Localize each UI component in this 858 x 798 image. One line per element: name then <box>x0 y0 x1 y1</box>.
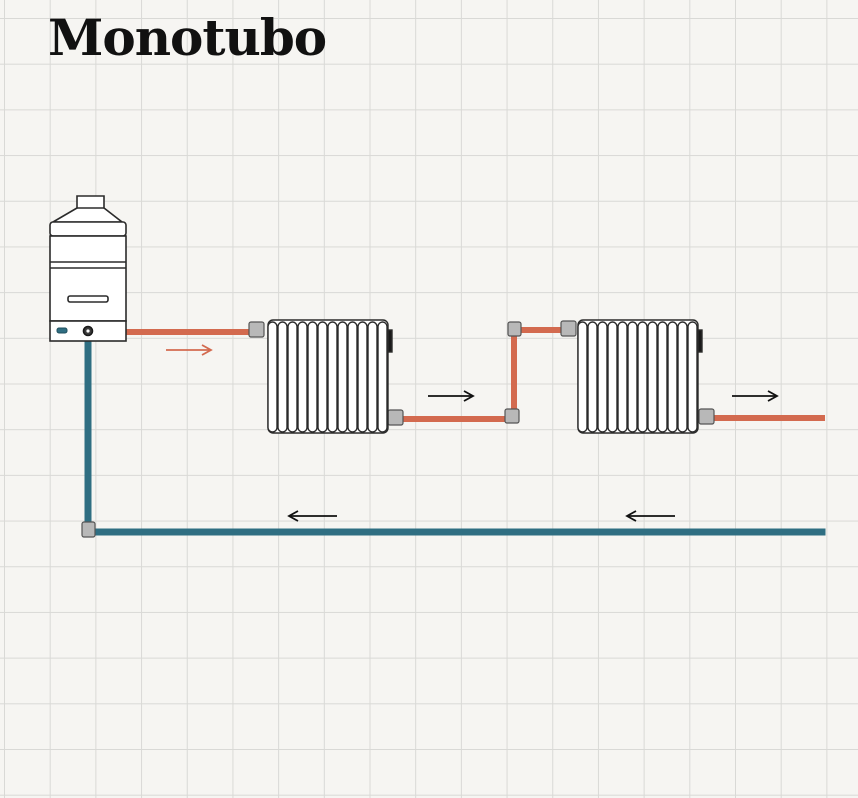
elbow-fitting <box>507 321 522 337</box>
boiler-body <box>49 235 127 322</box>
valve-fitting <box>387 409 404 426</box>
diagram-title: Monotubo <box>48 8 327 67</box>
boiler-icon <box>49 195 127 342</box>
return-pipe <box>84 336 826 536</box>
boiler-vent-slot <box>67 295 109 303</box>
radiator-fins <box>267 321 388 433</box>
elbow-fitting <box>81 521 96 538</box>
flow-arrow-icon <box>166 344 213 356</box>
flow-arrow-icon <box>428 390 475 402</box>
flow-arrow-icon <box>732 390 779 402</box>
boiler-flue <box>50 195 125 223</box>
valve-fitting <box>698 408 715 425</box>
valve-fitting <box>248 321 265 338</box>
radiator-icon <box>267 319 393 434</box>
radiator-fins <box>577 321 698 433</box>
boiler-top <box>49 221 127 237</box>
elbow-fitting <box>504 408 520 424</box>
flow-arrow-icon <box>625 510 675 522</box>
radiator-bleed-valve <box>697 329 703 353</box>
radiator-icon <box>577 319 703 434</box>
flow-arrow-icon <box>287 510 337 522</box>
pipe-fittings <box>81 320 715 538</box>
supply-pipe <box>122 327 825 422</box>
boiler-lower-band <box>50 261 126 269</box>
boiler-indicator-light <box>56 327 68 334</box>
radiator-bleed-valve <box>387 329 393 353</box>
valve-fitting <box>560 320 577 337</box>
